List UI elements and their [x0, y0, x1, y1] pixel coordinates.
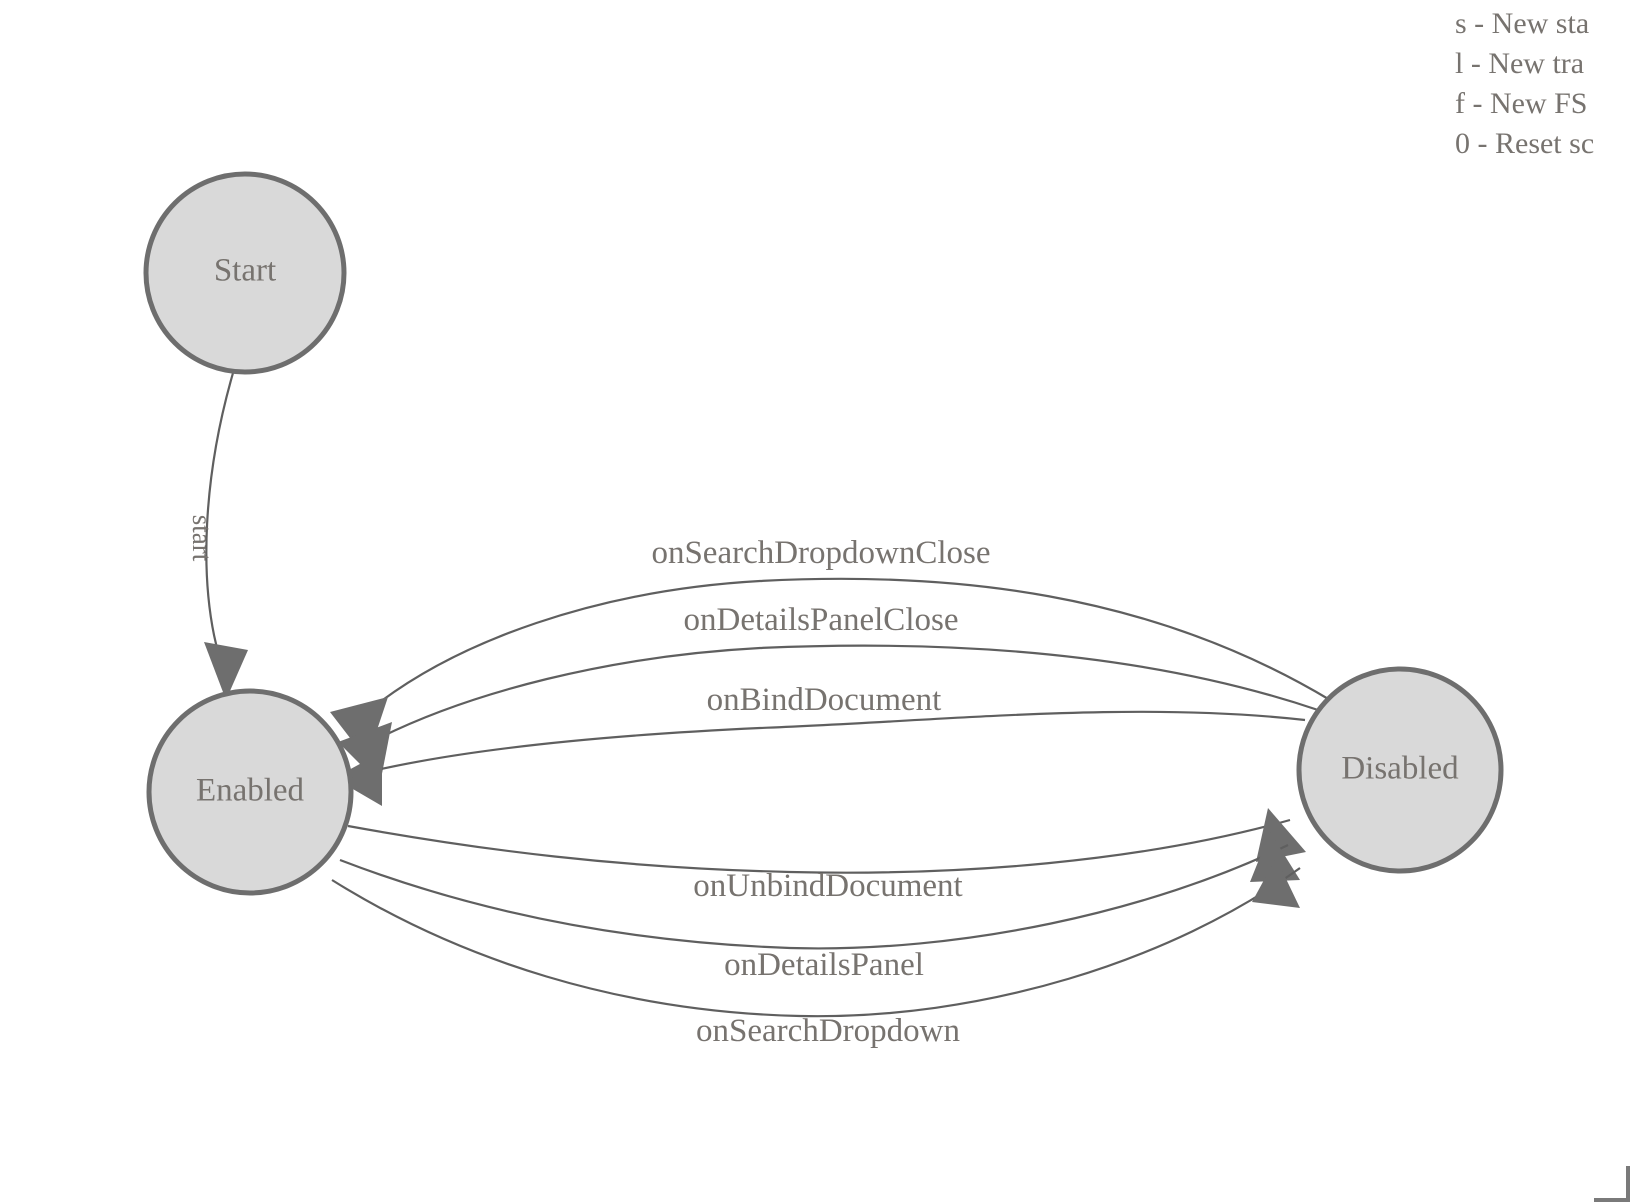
edge-search-dropdown-path — [331, 867, 1301, 1018]
edge-label-details-panel: onDetailsPanel — [724, 947, 924, 983]
shortcut-legend: s - New sta l - New tra f - New FS 0 - R… — [1427, 0, 1632, 164]
resize-handle-icon[interactable] — [1594, 1166, 1630, 1202]
edge-details-panel-close-path — [374, 644, 1319, 741]
edge-search-dropdown-arrowhead — [1252, 858, 1300, 908]
edge-details-panel[interactable] — [339, 832, 1300, 950]
edge-label-details-panel-close: onDetailsPanelClose — [684, 602, 959, 638]
edge-label-unbind-document: onUnbindDocument — [693, 868, 962, 904]
edge-start-arrowhead — [204, 642, 248, 700]
edge-label-search-dropdown: onSearchDropdown — [696, 1013, 960, 1049]
edge-label-search-dropdown-close: onSearchDropdownClose — [651, 535, 990, 571]
legend-line-new-state: s - New sta — [1455, 7, 1590, 40]
edge-search-dropdown-close-arrowhead — [330, 697, 388, 760]
edge-search-dropdown-close-path — [365, 577, 1331, 714]
legend-line-new-fsm: f - New FS — [1455, 87, 1588, 120]
edge-start-path — [205, 372, 235, 664]
edge-details-panel-path — [339, 844, 1289, 950]
edge-label-bind-document: onBindDocument — [707, 682, 942, 718]
node-enabled[interactable]: Enabled — [146, 688, 354, 896]
edge-bind-document-path — [367, 710, 1306, 774]
node-enabled-circle — [146, 688, 354, 896]
node-start-circle — [143, 171, 347, 375]
node-disabled-label: Disabled — [1341, 751, 1459, 787]
edge-search-dropdown-close[interactable] — [330, 577, 1331, 760]
node-start-label: Start — [214, 253, 276, 289]
edge-bind-document-arrowhead — [334, 752, 382, 806]
edge-details-panel-arrowhead — [1250, 832, 1300, 882]
edge-start[interactable] — [204, 372, 248, 700]
edge-search-dropdown[interactable] — [331, 858, 1301, 1018]
legend-line-new-transition: l - New tra — [1455, 47, 1585, 80]
node-enabled-label: Enabled — [196, 773, 305, 809]
edge-unbind-document-path — [347, 818, 1291, 874]
edge-unbind-document[interactable] — [347, 808, 1306, 874]
node-start[interactable]: Start — [143, 171, 347, 375]
edge-label-start: start — [187, 515, 217, 562]
node-disabled-circle — [1296, 666, 1504, 874]
node-disabled[interactable]: Disabled — [1296, 666, 1504, 874]
edge-bind-document[interactable] — [334, 710, 1306, 806]
legend-line-reset: 0 - Reset sc — [1455, 127, 1595, 160]
